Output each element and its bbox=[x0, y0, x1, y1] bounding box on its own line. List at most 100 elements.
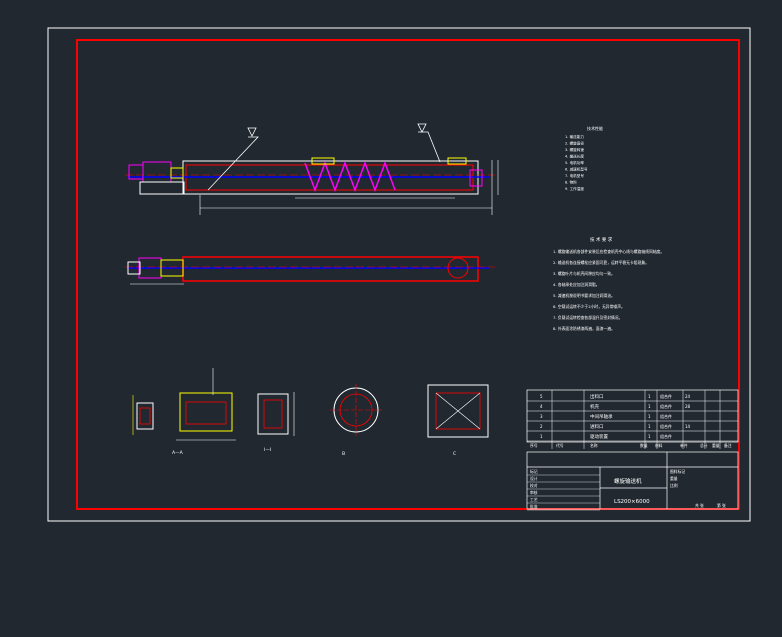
detail-view-b bbox=[176, 368, 236, 441]
detail-c-body bbox=[257, 393, 289, 435]
inlet-flange bbox=[311, 157, 335, 165]
title-right-label: 重量 bbox=[670, 476, 678, 481]
part-qty: 1 bbox=[648, 394, 651, 399]
spec-row: 4. 输送长度 bbox=[565, 154, 584, 159]
drawing-name: 螺旋输送机 bbox=[614, 477, 642, 485]
part-material: 组合件 bbox=[660, 433, 672, 439]
parts-header-label: 材料 bbox=[655, 443, 663, 448]
detail-c-inner bbox=[263, 399, 283, 429]
plan-outlet bbox=[447, 257, 469, 279]
title-right-label: 比例 bbox=[670, 483, 678, 488]
technical-notes: 技 术 要 求 1. 螺旋输送机各部件安装后应检查机壳中心线与螺旋轴线同轴度。 2… bbox=[553, 236, 664, 331]
title-block bbox=[526, 389, 739, 510]
part-material: 组合件 bbox=[660, 423, 672, 429]
detail-view-c bbox=[257, 392, 295, 436]
part-no: 2 bbox=[540, 424, 543, 429]
part-weight: 14 bbox=[685, 424, 691, 429]
parts-header-label: 备注 bbox=[724, 443, 732, 448]
sheet-frame bbox=[47, 27, 751, 522]
view-label-3: B bbox=[342, 451, 345, 457]
plan-trough bbox=[182, 256, 479, 282]
title-right-label: 图样标记 bbox=[670, 469, 685, 474]
part-material: 组合件 bbox=[660, 413, 672, 419]
title-frame bbox=[526, 451, 739, 510]
screw-flight bbox=[304, 160, 396, 193]
outlet-flange bbox=[447, 157, 467, 165]
part-no: 1 bbox=[540, 434, 543, 439]
detail-view-outlet bbox=[427, 384, 489, 438]
spec-row: 8. 物料 bbox=[565, 180, 577, 185]
part-name: 进料口 bbox=[590, 423, 604, 430]
part-material: 组合件 bbox=[660, 393, 672, 399]
end-cap-right bbox=[469, 169, 483, 187]
reducer bbox=[142, 161, 172, 183]
section-mark-right bbox=[417, 123, 427, 133]
sign-row-label: 设计 bbox=[530, 476, 538, 481]
detail-a-inner bbox=[139, 407, 151, 425]
part-name: 中间吊轴承 bbox=[590, 413, 613, 420]
outlet-outer bbox=[427, 384, 489, 438]
spec-row: 1. 输送能力 bbox=[565, 134, 584, 139]
title-bottom-label: 第 张 bbox=[717, 503, 726, 508]
outlet-inner bbox=[435, 392, 481, 430]
parts-header-label: 代号 bbox=[556, 443, 564, 448]
part-weight: 28 bbox=[685, 404, 691, 409]
leader-right bbox=[418, 131, 441, 163]
detail-view-flange bbox=[330, 384, 382, 436]
view-label-4: C bbox=[453, 451, 456, 457]
parts-header-label: 单件 bbox=[680, 443, 688, 448]
sign-row-label: 批准 bbox=[530, 504, 538, 509]
view-labels: A—A I—I B C bbox=[172, 447, 456, 457]
note-line: 2. 输送机各连接螺栓应紧固可靠，运转平稳无卡阻现象。 bbox=[553, 260, 649, 265]
part-material: 组合件 bbox=[660, 403, 672, 409]
front-view bbox=[125, 123, 499, 215]
view-label-2: I—I bbox=[264, 447, 271, 453]
note-line: 8. 外表面涂防锈漆两遍，面漆一遍。 bbox=[553, 326, 615, 331]
parts-header-label: 序号 bbox=[530, 443, 538, 448]
part-no: 3 bbox=[540, 414, 543, 419]
detail-view-a bbox=[132, 395, 154, 435]
part-qty: 1 bbox=[648, 424, 651, 429]
spec-row: 2. 螺旋直径 bbox=[565, 141, 584, 146]
part-qty: 1 bbox=[648, 414, 651, 419]
note-line: 6. 空载试运转不少于2小时，无异常噪声。 bbox=[553, 304, 625, 309]
notes-title: 技 术 要 求 bbox=[590, 236, 613, 243]
drive-base bbox=[139, 181, 185, 195]
part-weight: 24 bbox=[685, 394, 691, 399]
section-mark-left bbox=[247, 127, 257, 137]
note-line: 1. 螺旋输送机各部件安装后应检查机壳中心线与螺旋轴线同轴度。 bbox=[553, 249, 664, 254]
parts-header-label: 重量 bbox=[712, 443, 720, 448]
spec-row: 3. 螺旋转速 bbox=[565, 147, 584, 152]
part-qty: 1 bbox=[648, 434, 651, 439]
part-name: 驱动装置 bbox=[590, 433, 608, 440]
leader-left bbox=[207, 136, 259, 191]
view-label-1: A—A bbox=[172, 450, 184, 456]
sign-row-label: 审核 bbox=[530, 490, 538, 495]
part-name: 出料口 bbox=[590, 393, 604, 400]
drawing-border bbox=[76, 39, 740, 510]
part-no: 4 bbox=[540, 404, 543, 409]
parts-list-frame bbox=[526, 389, 739, 443]
part-qty: 1 bbox=[648, 404, 651, 409]
sign-row-label: 校对 bbox=[530, 483, 538, 488]
spec-row: 5. 电机功率 bbox=[565, 160, 584, 165]
parts-header-label: 名称 bbox=[590, 443, 598, 448]
note-line: 7. 负载试运转检查各部温升及密封情况。 bbox=[553, 315, 622, 320]
parts-header-label: 数量 bbox=[640, 443, 648, 448]
spec-row: 6. 减速机型号 bbox=[565, 167, 588, 172]
title-bottom-label: 共 张 bbox=[695, 503, 704, 508]
spec-row: 9. 工作温度 bbox=[565, 186, 584, 191]
detail-a-body bbox=[136, 402, 154, 430]
part-name: 机壳 bbox=[590, 403, 599, 410]
outlet-diag-2 bbox=[435, 392, 481, 430]
plan-base bbox=[160, 259, 184, 277]
part-no: 5 bbox=[540, 394, 543, 399]
note-line: 4. 各轴承处应加注润滑脂。 bbox=[553, 282, 600, 287]
spec-title: 技术性能 bbox=[587, 125, 603, 131]
plan-view bbox=[125, 256, 495, 285]
parts-header-label: 总计 bbox=[700, 443, 708, 448]
coupling bbox=[170, 167, 184, 179]
detail-b-body bbox=[179, 392, 233, 432]
spec-row: 7. 电机型号 bbox=[565, 173, 584, 178]
